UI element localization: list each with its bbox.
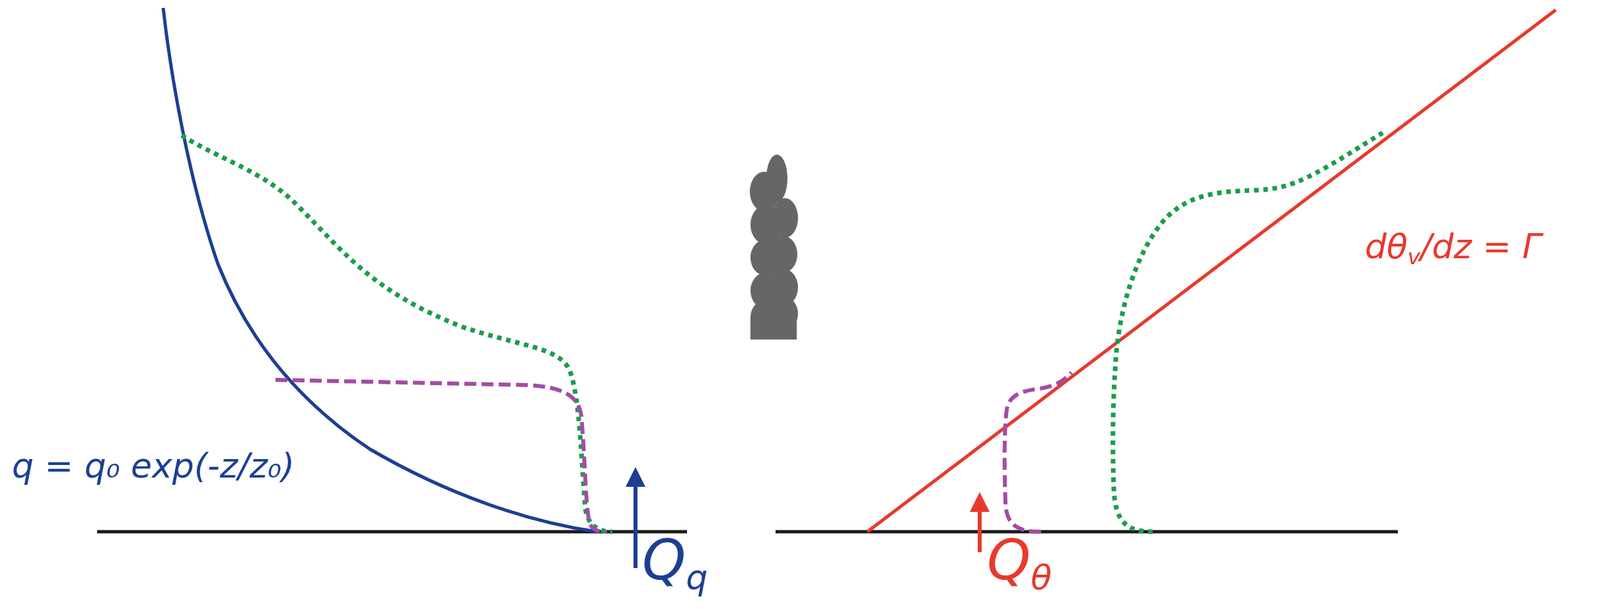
subscript-text: v — [1407, 244, 1421, 270]
shallow-profile — [275, 379, 608, 532]
label-text: q = q₀ exp(-z/z₀) — [11, 445, 295, 486]
deep-profile — [1113, 132, 1383, 532]
flux-arrow — [977, 502, 982, 553]
label-text: /dz = Γ — [1420, 226, 1542, 267]
label-text: dθ — [1364, 226, 1408, 267]
formula-label: Qθ — [986, 532, 1052, 595]
formula-label: Qq — [642, 532, 708, 595]
subscript-text: q — [685, 557, 708, 598]
lapse-line — [867, 9, 1556, 532]
cloud-symbol — [749, 154, 799, 340]
flux-arrow — [633, 476, 638, 569]
label-text: Q — [642, 527, 686, 593]
label-text: Q — [986, 527, 1031, 593]
formula-label: q = q₀ exp(-z/z₀) — [11, 448, 295, 483]
shallow-profile — [1004, 372, 1072, 532]
formula-label: dθv/dz = Γ — [1364, 229, 1542, 268]
subscript-text: θ — [1030, 557, 1052, 598]
